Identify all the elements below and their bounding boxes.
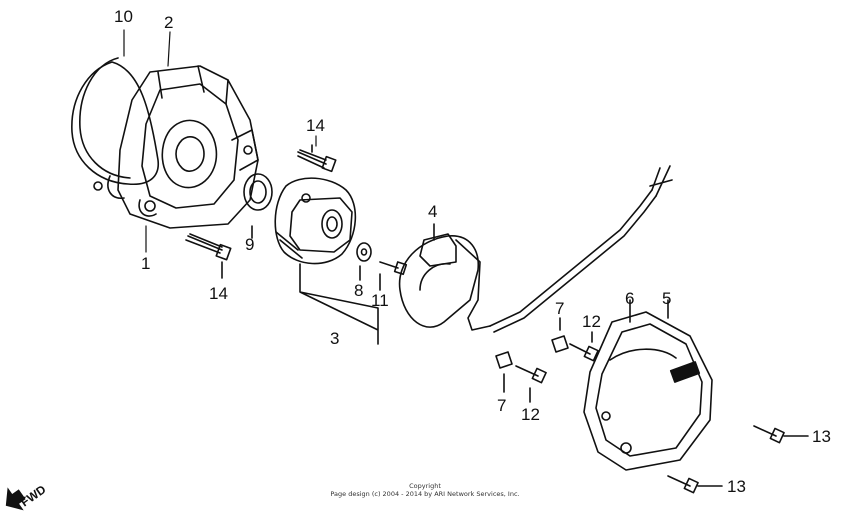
- callout-2: 2: [164, 13, 174, 32]
- callout-7-upper: 7: [555, 299, 565, 318]
- part-3-stator: [274, 177, 379, 345]
- part-14-bolt-upper: [297, 144, 337, 173]
- part-14-bolt-lower: [185, 233, 232, 279]
- callout-12-lower: 12: [521, 405, 540, 424]
- callout-5: 5: [662, 289, 672, 308]
- part-1-housing: [93, 65, 259, 229]
- part-4-pulser: [398, 165, 673, 333]
- copyright-line-1: Copyright: [409, 482, 441, 490]
- part-9-seal: [243, 173, 273, 239]
- callout-7-lower: 7: [497, 396, 507, 415]
- part-13-bolt-lower: [667, 475, 723, 494]
- part-11-screw: [379, 261, 408, 291]
- part-13-bolt-upper: [753, 425, 809, 444]
- callout-14-upper: 14: [306, 116, 325, 135]
- callout-12-upper: 12: [582, 312, 601, 331]
- callout-4: 4: [428, 202, 438, 221]
- callout-14-lower: 14: [209, 284, 228, 303]
- copyright-line-2: Page design (c) 2004 - 2014 by ARI Netwo…: [330, 490, 520, 498]
- callout-10: 10: [114, 7, 133, 26]
- callout-13-lower: 13: [727, 477, 746, 496]
- callout-13-upper: 13: [812, 427, 831, 446]
- callout-1: 1: [141, 254, 151, 273]
- part-7-nut-upper: [551, 317, 569, 353]
- callout-9: 9: [245, 235, 255, 254]
- callout-6: 6: [625, 289, 635, 308]
- leader-lines: [123, 29, 317, 253]
- part-12-bolt-lower: [515, 365, 547, 403]
- callout-3: 3: [330, 329, 340, 348]
- part-12-bolt-upper: [569, 331, 599, 362]
- callout-8: 8: [354, 281, 364, 300]
- part-5-cover: [583, 299, 713, 471]
- fwd-arrow-icon: [5, 487, 26, 511]
- part-7-nut-lower: [495, 351, 513, 393]
- part-8-washer: [356, 242, 372, 281]
- part-10-gasket: [71, 57, 159, 185]
- callout-11: 11: [371, 291, 389, 310]
